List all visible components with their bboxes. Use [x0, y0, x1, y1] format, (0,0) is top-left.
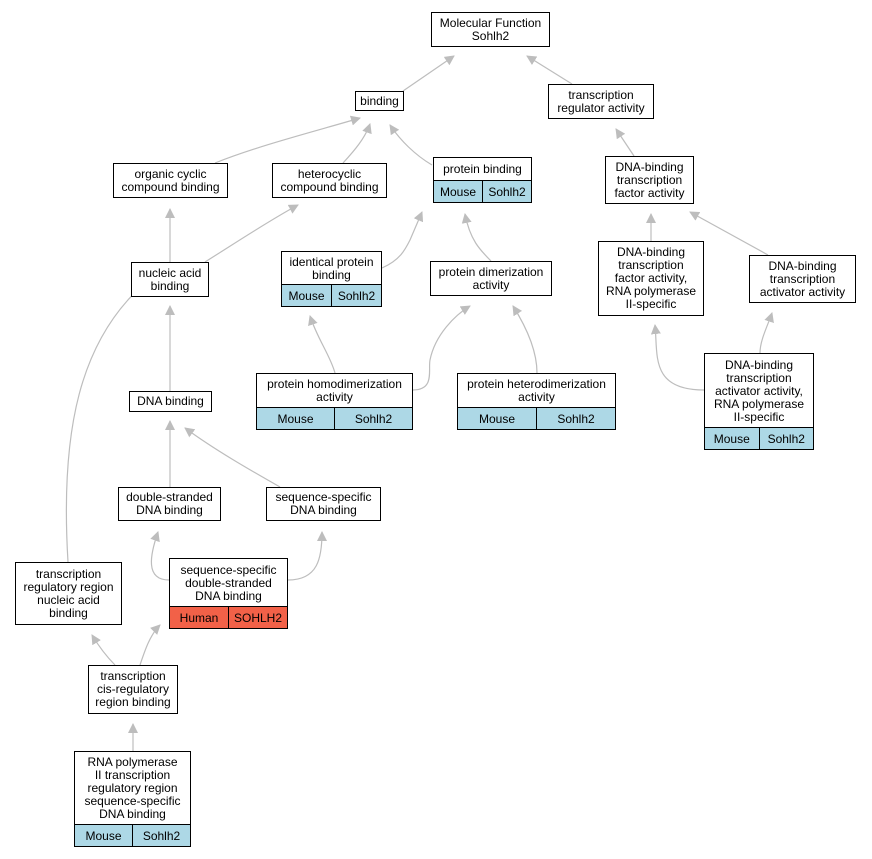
go-term-node-dbtfa2[interactable]: DNA-binding transcription factor activit… — [598, 241, 704, 316]
edge-binding-to-mf — [402, 55, 455, 92]
gene-cell: Sohlh2 — [331, 285, 381, 306]
go-term-label: DNA-binding transcription activator acti… — [713, 357, 805, 424]
go-term-label: DNA-binding transcription factor activit… — [614, 159, 685, 200]
edge-dbtfa-to-tra — [615, 128, 635, 157]
species-cell: Mouse — [439, 184, 477, 199]
go-term-node-occb[interactable]: organic cyclic compound binding — [113, 163, 228, 198]
go-term-label: binding — [360, 93, 399, 108]
go-term-label: RNA polymerase II transcription regulato… — [84, 755, 181, 821]
edge-hcb-to-binding — [342, 123, 372, 164]
edge-tra-to-mf — [526, 55, 573, 85]
go-term-label: protein dimerization activity — [438, 264, 544, 292]
edge-pda-to-pb — [461, 213, 492, 262]
gene-cell: Sohlh2 — [758, 428, 814, 449]
gene-cell: Sohlh2 — [536, 408, 615, 429]
go-term-label: protein binding — [443, 162, 522, 176]
go-term-node-trrnab[interactable]: transcription regulatory region nucleic … — [15, 562, 122, 625]
annotation-row: Mouse Sohlh2 — [282, 284, 381, 306]
edge-phda-to-ipb — [308, 315, 336, 374]
annotation-row: Human SOHLH2 — [170, 606, 287, 628]
gene-cell: SOHLH2 — [228, 607, 287, 628]
go-term-node-mf[interactable]: Molecular Function Sohlh2 — [431, 12, 550, 47]
annotation-row: Mouse Sohlh2 — [257, 407, 412, 429]
species-cell: Mouse — [85, 828, 122, 843]
go-term-node-dbtfa[interactable]: DNA-binding transcription factor activit… — [605, 156, 694, 204]
go-term-node-hcb[interactable]: heterocyclic compound binding — [272, 163, 387, 198]
edge-ipb-to-pb — [381, 211, 424, 269]
annotation-row: Mouse Sohlh2 — [705, 427, 813, 449]
go-term-node-dnab[interactable]: DNA binding — [129, 391, 212, 412]
edge-dbtaa2-to-dbtfa2 — [650, 324, 705, 391]
go-term-label: nucleic acid binding — [138, 265, 202, 293]
go-term-node-nab[interactable]: nucleic acid binding — [131, 262, 209, 297]
edge-phtda-to-pda — [512, 305, 538, 374]
go-term-node-dbtaa2[interactable]: DNA-binding transcription activator acti… — [704, 353, 814, 450]
species-cell: Mouse — [713, 431, 750, 446]
go-term-label: DNA binding — [137, 394, 204, 408]
go-term-node-binding[interactable]: binding — [355, 91, 404, 111]
annotation-row: Mouse Sohlh2 — [75, 824, 190, 846]
go-term-label: transcription regulator activity — [557, 87, 645, 115]
go-term-label: heterocyclic compound binding — [280, 166, 379, 194]
species-cell: Human — [179, 610, 219, 625]
go-term-label: transcription regulatory region nucleic … — [23, 566, 114, 620]
go-term-label: DNA-binding transcription factor activit… — [605, 245, 697, 311]
go-term-node-ssdb[interactable]: sequence-specific DNA binding — [266, 487, 381, 521]
go-term-node-pda[interactable]: protein dimerization activity — [430, 261, 552, 296]
go-term-label: protein heterodimerization activity — [467, 377, 606, 404]
species-cell: Mouse — [478, 411, 516, 426]
edge-occb-to-binding — [214, 115, 361, 164]
go-term-node-rnap[interactable]: RNA polymerase II transcription regulato… — [74, 751, 191, 847]
gene-cell: Sohlh2 — [132, 825, 190, 846]
edge-dbtaa-to-dbtfa — [689, 211, 769, 256]
go-term-node-dsdb[interactable]: double-stranded DNA binding — [118, 487, 221, 521]
go-term-node-ssdsdb[interactable]: sequence-specific double-stranded DNA bi… — [169, 558, 288, 629]
go-term-label: Molecular Function Sohlh2 — [439, 15, 542, 43]
go-term-label: sequence-specific DNA binding — [275, 490, 372, 517]
edge-ssdsdb-to-ssdb — [287, 531, 327, 581]
go-term-label: identical protein binding — [289, 254, 374, 282]
annotation-row: Mouse Sohlh2 — [458, 407, 615, 429]
go-term-label: sequence-specific double-stranded DNA bi… — [180, 562, 277, 603]
gene-cell: Sohlh2 — [334, 408, 412, 429]
go-term-node-tcrrb[interactable]: transcription cis-regulatory region bind… — [88, 665, 178, 714]
edge-tcrrb-to-ssdsdb — [139, 624, 161, 666]
go-term-label: double-stranded DNA binding — [126, 490, 213, 517]
edge-phda-to-pda — [412, 305, 471, 391]
go-term-node-tra[interactable]: transcription regulator activity — [548, 84, 654, 119]
annotation-row: Mouse Sohlh2 — [434, 180, 531, 202]
go-term-label: DNA-binding transcription activator acti… — [759, 258, 846, 299]
edge-trrnab-to-nab — [65, 282, 146, 563]
edge-nab-to-hcb — [204, 204, 299, 263]
go-term-label: protein homodimerization activity — [267, 377, 402, 404]
edge-ssdb-to-dnab — [184, 427, 281, 488]
edge-dbtaa2-to-dbtaa — [759, 312, 774, 354]
species-cell: Mouse — [288, 288, 325, 303]
edge-ssdsdb-to-dsdb — [150, 531, 170, 581]
species-cell: Mouse — [277, 411, 314, 426]
go-term-label: organic cyclic compound binding — [121, 166, 220, 194]
edge-tcrrb-to-trrnab — [91, 634, 116, 666]
edge-pb-to-binding — [389, 124, 433, 166]
go-term-label: transcription cis-regulatory region bind… — [95, 669, 171, 709]
go-term-node-dbtaa[interactable]: DNA-binding transcription activator acti… — [749, 255, 856, 303]
gene-cell: Sohlh2 — [482, 181, 531, 202]
